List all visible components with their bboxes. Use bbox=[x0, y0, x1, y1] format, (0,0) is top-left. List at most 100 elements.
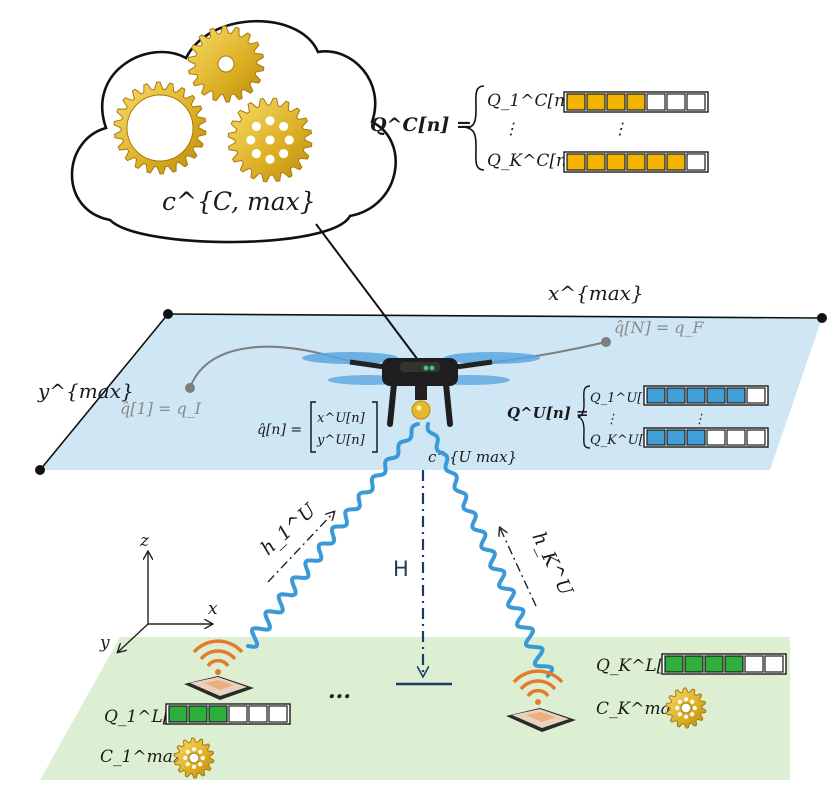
queue-cell-filled bbox=[566, 93, 586, 111]
queue-cell-filled bbox=[586, 153, 606, 171]
queue-cell-filled bbox=[626, 93, 646, 111]
gear-icon bbox=[665, 687, 707, 729]
uav-position-lhs: q̂[n] = bbox=[257, 422, 302, 438]
uav-plane-left-edge bbox=[39, 313, 169, 471]
height-label: H bbox=[393, 557, 409, 581]
uav-queue-brace bbox=[577, 385, 591, 449]
uav-queue-bar-last bbox=[643, 427, 769, 448]
queue-cell-filled bbox=[666, 429, 686, 446]
user-k-queue-bar bbox=[661, 653, 787, 675]
channel-arrow-user-k bbox=[500, 528, 537, 607]
user-1-queue-bar bbox=[165, 703, 291, 725]
queue-cell-filled bbox=[686, 429, 706, 446]
queue-cell-filled bbox=[188, 705, 208, 723]
uav-queue-lhs: Q^U[n] = bbox=[507, 404, 589, 422]
user-k-capacity-label: C_K^max bbox=[596, 699, 681, 719]
smartphone-icon bbox=[506, 708, 576, 732]
uav-capacity-label: c^{U max} bbox=[428, 448, 517, 466]
uav-plane-top-edge bbox=[167, 313, 823, 319]
queue-cell-filled bbox=[666, 387, 686, 404]
uav-queue-bar-first bbox=[643, 385, 769, 406]
ground-plane bbox=[40, 637, 790, 780]
gear-icon bbox=[227, 97, 313, 183]
cloud-queue-vdots: ⋮ bbox=[503, 119, 519, 138]
position-bracket-right bbox=[372, 401, 378, 453]
queue-cell-filled bbox=[168, 705, 188, 723]
queue-cell-filled bbox=[646, 387, 666, 404]
trajectory-start-point bbox=[185, 383, 195, 393]
channel-arrow-user-1 bbox=[267, 512, 334, 583]
queue-cell-empty bbox=[228, 705, 248, 723]
queue-cell-empty bbox=[746, 429, 766, 446]
smartphone-icon bbox=[184, 676, 254, 700]
queue-cell-filled bbox=[606, 93, 626, 111]
uplink-wave-user-1 bbox=[246, 422, 420, 649]
axis-x-label: x bbox=[208, 599, 218, 619]
queue-cell-filled bbox=[646, 153, 666, 171]
uav-queue-vdots: ⋮ bbox=[693, 412, 706, 427]
uav-queue-vdots: ⋮ bbox=[605, 412, 618, 427]
uav-position-y: y^U[n] bbox=[316, 433, 366, 448]
position-bracket-left bbox=[310, 401, 316, 453]
queue-cell-filled bbox=[704, 655, 724, 673]
queue-cell-filled bbox=[606, 153, 626, 171]
queue-cell-filled bbox=[646, 429, 666, 446]
cloud-queue-row-first-label: Q_1^C[n] bbox=[487, 91, 572, 111]
queue-cell-filled bbox=[664, 655, 684, 673]
cloud-uav-link bbox=[315, 223, 419, 361]
cloud-queue-row-last-label: Q_K^C[n] bbox=[487, 151, 574, 171]
queue-cell-filled bbox=[626, 153, 646, 171]
queue-cell-filled bbox=[586, 93, 606, 111]
y-max-label: y^{max} bbox=[37, 379, 134, 403]
gear-icon bbox=[187, 25, 265, 103]
queue-cell-filled bbox=[684, 655, 704, 673]
queue-cell-empty bbox=[726, 429, 746, 446]
queue-cell-empty bbox=[746, 387, 766, 404]
coordinate-axes bbox=[118, 552, 212, 652]
plane-corner-dot bbox=[35, 465, 45, 475]
queue-cell-empty bbox=[686, 153, 706, 171]
cloud-queue-lhs: Q^C[n] = bbox=[370, 114, 472, 136]
queue-cell-filled bbox=[726, 387, 746, 404]
trajectory-start-label: q̂[1] = q_I bbox=[120, 399, 202, 418]
axis-y-label: y bbox=[99, 633, 110, 653]
wifi-icon bbox=[512, 669, 564, 705]
queue-cell-empty bbox=[248, 705, 268, 723]
cloud-queue-bar-last bbox=[563, 151, 709, 173]
queue-cell-empty bbox=[646, 93, 666, 111]
cloud-queue-vdots: ⋮ bbox=[612, 119, 628, 138]
uav-queue-row-last-label: Q_K^U[n] bbox=[590, 433, 658, 448]
uplink-wave-user-k bbox=[425, 422, 554, 678]
wifi-icon bbox=[192, 639, 244, 675]
plane-corner-dot bbox=[163, 309, 173, 319]
users-ellipsis: ... bbox=[328, 678, 351, 704]
channel-label-user-k: h_K^U bbox=[528, 529, 578, 601]
cloud-icon bbox=[70, 19, 397, 244]
trajectory-end-point bbox=[601, 337, 611, 347]
queue-cell-filled bbox=[686, 387, 706, 404]
cloud-queue-brace bbox=[465, 85, 485, 171]
gear-icon bbox=[173, 737, 215, 779]
x-max-label: x^{max} bbox=[548, 281, 644, 305]
uav-queue-row-first-label: Q_1^U[n] bbox=[590, 391, 657, 406]
trajectory-end-label: q̂[N] = q_F bbox=[614, 318, 705, 337]
queue-cell-filled bbox=[208, 705, 228, 723]
queue-cell-empty bbox=[764, 655, 784, 673]
queue-cell-filled bbox=[724, 655, 744, 673]
queue-cell-filled bbox=[706, 387, 726, 404]
queue-cell-empty bbox=[744, 655, 764, 673]
cloud-capacity-label: c^{C, max} bbox=[162, 187, 316, 216]
gear-icon bbox=[113, 81, 207, 175]
queue-cell-filled bbox=[566, 153, 586, 171]
channel-label-user-1: h_1^U bbox=[257, 499, 321, 560]
queue-cell-empty bbox=[706, 429, 726, 446]
plane-corner-dot bbox=[817, 313, 827, 323]
cloud-queue-bar-first bbox=[563, 91, 709, 113]
queue-cell-filled bbox=[666, 153, 686, 171]
axis-z-label: z bbox=[139, 531, 150, 551]
queue-cell-empty bbox=[666, 93, 686, 111]
uav-position-x: x^U[n] bbox=[317, 411, 366, 426]
user-k-queue-label: Q_K^L[n] bbox=[596, 656, 681, 676]
user-1-capacity-label: C_1^max bbox=[100, 747, 183, 767]
